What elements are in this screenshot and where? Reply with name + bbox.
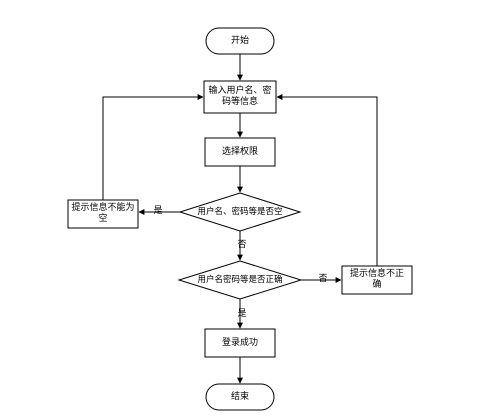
input-box xyxy=(203,80,277,114)
select-permission-box xyxy=(204,137,276,167)
login-success-label: 登录成功 xyxy=(221,338,258,348)
incorrect-message-box xyxy=(341,265,413,295)
end-terminal xyxy=(205,383,275,411)
decision-empty-label: 用户名、密码等是否空 xyxy=(197,207,283,217)
decision-correct-label: 用户名密码等是否正确 xyxy=(197,275,283,285)
yes-label-empty: 是 xyxy=(153,206,163,216)
select-permission-label: 选择权限 xyxy=(221,147,258,157)
no-label-empty: 否 xyxy=(237,240,247,250)
end-label: 结束 xyxy=(230,392,249,402)
no-label-correct: 否 xyxy=(318,274,328,284)
arrow-incorrect-message-loop xyxy=(276,94,378,266)
incorrect-message-label: 提示信息不正确 xyxy=(349,269,404,290)
login-success-box xyxy=(204,328,276,358)
input-label: 输入用户名、密码等信息 xyxy=(208,86,272,107)
empty-message-label: 提示信息不能为空 xyxy=(71,203,135,224)
yes-label-correct: 是 xyxy=(237,309,247,319)
start-label: 开始 xyxy=(230,36,249,46)
arrow-empty-message-loop xyxy=(102,94,204,200)
